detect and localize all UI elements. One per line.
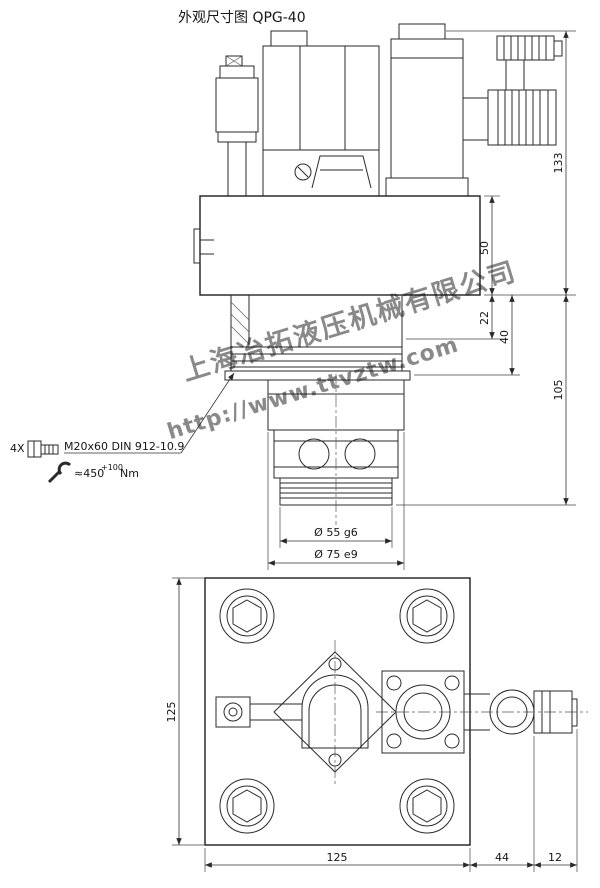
corner-bolt-top-left — [219, 588, 275, 644]
corner-bolt-bottom-right — [399, 778, 455, 834]
pilot-connector-plan — [215, 696, 302, 728]
dim-label-105: 105 — [552, 380, 565, 401]
torque-tolerance-label: +100 — [101, 463, 123, 472]
side-elevation-view: 50 22 40 133 105 Ø 55 g6 Ø 75 e9 — [193, 23, 576, 570]
port-hole-icon — [298, 438, 330, 470]
plan-view: 125 125 44 12 — [165, 577, 588, 872]
bolt-spec-label: M20x60 DIN 912-10.9 — [64, 440, 184, 453]
valve-dome-plan — [301, 674, 369, 749]
torque-unit-label: Nm — [120, 467, 139, 480]
page-title: 外观尺寸图 QPG-40 — [178, 10, 306, 26]
side-view-dimensions: 50 22 40 133 105 Ø 55 g6 Ø 75 e9 — [267, 30, 576, 570]
pilot-valve-side — [215, 55, 259, 196]
dim-label-133: 133 — [552, 153, 565, 174]
dim-label-44: 44 — [495, 851, 509, 864]
dim-label-22: 22 — [478, 311, 491, 325]
spigot-side — [267, 374, 405, 525]
dim-label-dia55: Ø 55 g6 — [314, 526, 358, 539]
watermark: 上海冶拓液压机械有限公司 http://www.ttvztw.com — [164, 256, 520, 445]
dim-label-50: 50 — [478, 241, 491, 255]
bolt-icon — [27, 440, 59, 458]
valve-body-side — [262, 30, 380, 197]
torque-value-label: ≈450 — [74, 467, 104, 480]
plan-view-dimensions: 125 125 44 12 — [165, 577, 578, 872]
plan-body-outline — [204, 577, 471, 846]
leader-line — [180, 372, 235, 454]
dim-label-dia75: Ø 75 e9 — [314, 548, 357, 561]
center-mount-diamond — [273, 640, 397, 785]
bolt-quantity-label: 4X — [10, 442, 25, 455]
dim-label-depth-125: 125 — [165, 702, 178, 723]
wrench-icon — [47, 461, 72, 484]
port-hole-icon — [344, 438, 376, 470]
bolt-note: 4X M20x60 DIN 912-10.9 ≈450 +100 Nm — [10, 372, 235, 484]
solenoid-side — [385, 23, 469, 197]
corner-bolt-bottom-left — [219, 778, 275, 834]
cable-connector-side — [462, 35, 563, 146]
solenoid-flange-plan — [381, 670, 465, 754]
dim-label-width-125: 125 — [327, 851, 348, 864]
corner-bolt-top-right — [399, 588, 455, 644]
cable-connector-plan — [376, 689, 588, 735]
dim-label-12: 12 — [548, 851, 562, 864]
dim-label-40: 40 — [498, 330, 511, 344]
screw-head-icon — [294, 163, 312, 181]
